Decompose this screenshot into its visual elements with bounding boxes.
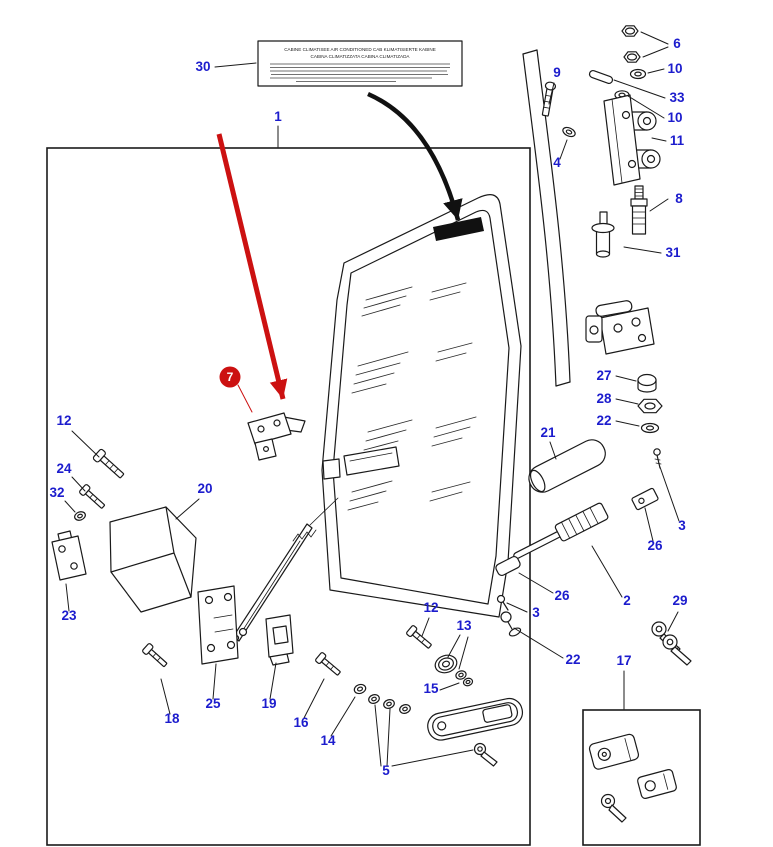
callout-32: 32 [49,485,64,500]
callout-26-a: 26 [647,538,663,553]
hinge-pin-31 [591,211,615,258]
hinge-pin-8 [630,185,648,235]
callout-20: 20 [197,481,212,496]
callout-10-b: 10 [667,110,682,125]
callout-28: 28 [596,391,612,406]
door-assembly [321,194,522,618]
callout-17: 17 [616,653,631,668]
callout-12-b: 12 [423,600,438,615]
lock-set-17 [588,733,677,823]
callout-5: 5 [382,763,390,778]
callout-8: 8 [675,191,683,206]
washers-5 [368,694,411,714]
callout-13: 13 [456,618,472,633]
washer-32 [74,511,86,521]
washer-10a [629,68,647,80]
bearing-13 [434,654,458,674]
callout-19: 19 [261,696,276,711]
bracket-23 [51,530,87,581]
bracket-19 [265,614,294,666]
key-5 [473,742,498,767]
screw-18 [142,643,168,668]
screw-12-upper [92,448,125,479]
screw-3-upper [653,448,662,469]
label-plate-line2: CABINA CLIMATIZZATA CABINA CLIMATIZADA [311,54,411,59]
keys-29 [651,621,692,666]
label-plate: CABINE CLIMATISEE AIR CONDITIONED CAB KL… [257,40,463,87]
screw-16 [315,652,341,676]
callout-14: 14 [320,733,336,748]
callout-12-a: 12 [56,413,71,428]
callout-2: 2 [623,593,631,608]
highlight-leader-7 [237,384,253,413]
screw-24 [79,484,106,509]
callout-33: 33 [669,90,685,105]
main-assembly-box [46,147,531,846]
key-17 [600,793,627,823]
callouts: 30 1 9 6 10 33 10 11 4 8 31 27 28 22 21 … [49,36,687,778]
lock-mechanism-25 [197,497,339,665]
check-strap-sleeve-21 [528,439,606,493]
ball-stud-22 [500,611,522,637]
callout-26-b: 26 [554,588,570,603]
washer-4 [562,126,576,138]
lock-cylinder-a [588,733,640,770]
hinge-bracket-11 [603,94,661,186]
washer-22a [640,422,660,434]
callout-3-a: 3 [678,518,686,533]
check-strap-rod-2 [513,502,609,560]
cotter-pin-33 [588,69,614,85]
callout-4: 4 [553,155,561,170]
window-sticker-patch [433,217,484,241]
highlight-circle-7 [219,366,241,388]
callout-1: 1 [274,109,282,124]
callout-10-a: 10 [667,61,682,76]
door-frame-inner [332,209,510,605]
door-frame-outer [321,194,522,618]
hex-nut-6a [621,25,639,37]
screw-12-lower [406,625,432,649]
red-arrow [216,133,288,400]
callout-9: 9 [553,65,561,80]
callout-30: 30 [195,59,210,74]
callout-21: 21 [540,425,556,440]
door-handle-recess [322,446,400,480]
washer-13b [455,670,467,680]
door-glass-hatching [347,282,477,511]
stud-3-lower [496,594,509,611]
washer-15 [462,677,474,687]
cover-20 [109,506,197,613]
inset-box-17 [582,709,701,846]
callout-29: 29 [672,593,687,608]
lock-cylinder-b [637,769,677,799]
hinge-lower [585,300,655,355]
callout-24: 24 [56,461,72,476]
door-pillar-strip [522,49,571,387]
callout-25: 25 [205,696,221,711]
door-handle [427,697,524,741]
callout-23: 23 [61,608,77,623]
nut-28 [637,398,663,414]
hinge-hardware-upper [541,25,661,258]
callout-11: 11 [670,133,685,148]
callout-7-highlighted: 7 [227,370,234,384]
fitting-26-lower [495,555,521,577]
callout-27: 27 [596,368,611,383]
callout-15: 15 [423,681,439,696]
callout-22-b: 22 [565,652,580,667]
callout-16: 16 [293,715,309,730]
callout-3-b: 3 [532,605,540,620]
callout-6: 6 [673,36,681,51]
hex-nut-6b [623,51,641,63]
leader-lines [64,31,680,767]
callout-22-a: 22 [596,413,611,428]
black-arrow [367,91,463,221]
washer-14 [353,683,367,695]
cap-27 [637,373,657,393]
callout-31: 31 [665,245,681,260]
fitting-26-upper [631,487,659,511]
label-plate-line1: CABINE CLIMATISEE AIR CONDITIONED CAB KL… [284,47,436,52]
check-bracket-7 [247,412,306,461]
callout-18: 18 [164,711,180,726]
